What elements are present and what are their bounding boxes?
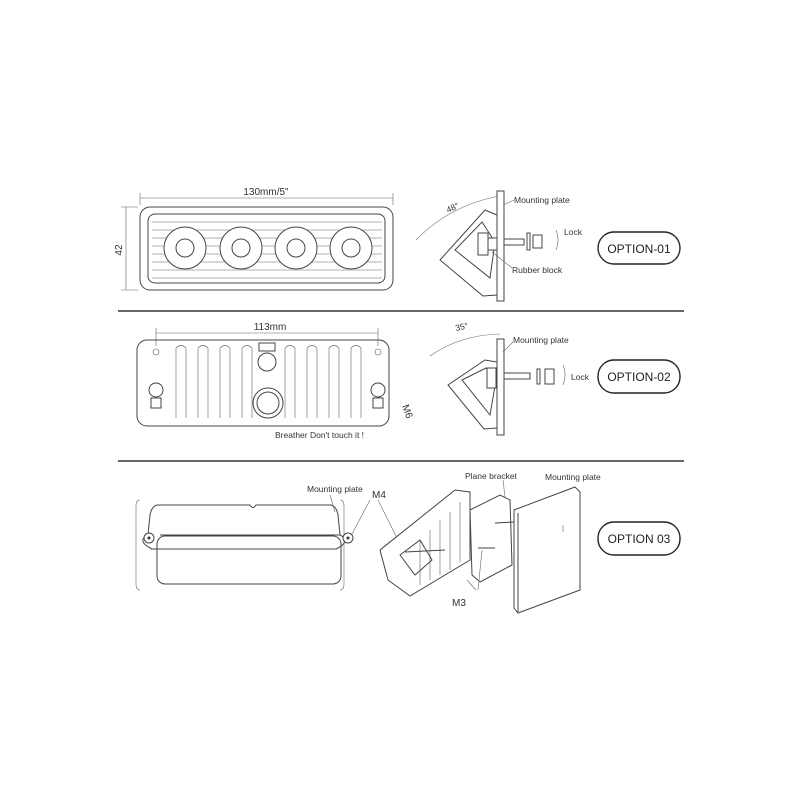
thread-label: M6 [399, 403, 414, 420]
option2-back-view: 113mm Breather Don't touch it ! M6 [136, 322, 414, 440]
m3-label: M3 [452, 598, 466, 609]
option1-height-dim: 42 [114, 244, 125, 256]
option1-angle: 48° [445, 200, 461, 214]
option3-exploded-view: M3 Plane bracket Mounting plate [379, 471, 601, 614]
option2-mounting-plate-label: Mounting plate [513, 335, 569, 345]
plane-bracket-label: Plane bracket [465, 471, 518, 481]
option2-badge-text: OPTION-02 [607, 370, 671, 384]
option1-side-view: 48° Mounting plate Lock Rubber block [415, 190, 583, 302]
option3-badge: OPTION 03 [597, 521, 681, 556]
m4-label: M4 [372, 490, 386, 501]
option3-badge-text: OPTION 03 [608, 532, 671, 546]
cooling-fins [175, 345, 362, 418]
led-circles [163, 226, 373, 270]
option2-width-dim: 113mm [254, 322, 287, 333]
mounting-bolt-left [148, 348, 164, 409]
option1-badge: OPTION-01 [597, 231, 681, 265]
option1-badge-text: OPTION-01 [607, 242, 671, 256]
option2-angle: 35° [454, 321, 469, 333]
option1-rubber-block-label: Rubber block [512, 265, 563, 275]
mounting-bolt-right [370, 348, 386, 409]
option2-badge: OPTION-02 [597, 359, 681, 394]
option1-mounting-plate-label: Mounting plate [514, 195, 570, 205]
option2-lock-label: Lock [571, 372, 590, 382]
option3-mounting-plate-left-label: Mounting plate [307, 484, 363, 494]
option3-front-view: Mounting plate M4 [135, 484, 403, 591]
option1-width-dim: 130mm/5" [243, 187, 289, 198]
option2-side-view: 35° Mounting plate Lock [429, 321, 590, 436]
option1-lock-label: Lock [564, 227, 583, 237]
option1-front-view: 130mm/5" 42 [114, 187, 394, 291]
option3-mounting-plate-right-label: Mounting plate [545, 472, 601, 482]
breather-label: Breather Don't touch it ! [275, 430, 364, 440]
